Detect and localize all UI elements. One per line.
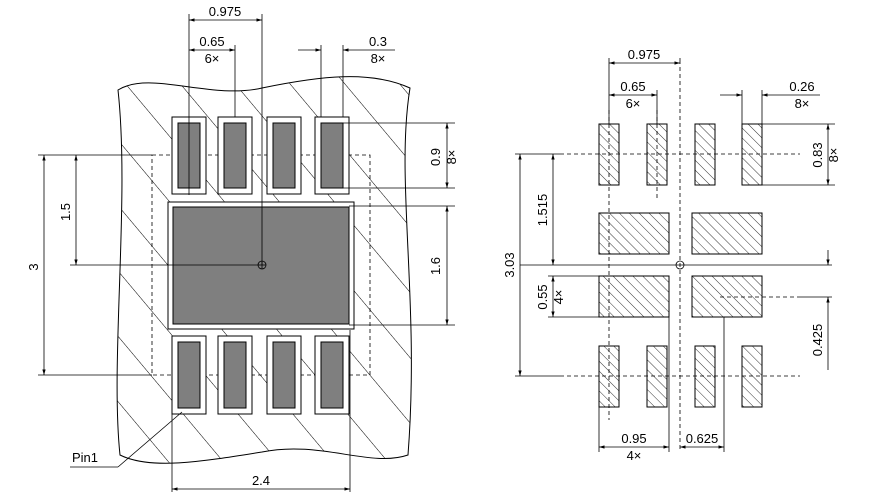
dim-half-height: 1.5 [58,203,73,221]
thermal-pad [691,275,763,318]
thermal-pad [598,212,670,255]
pad [741,123,763,186]
dim-row-offset: 1.515 [535,194,550,227]
dim-thermal-height-count: 4× [551,290,566,305]
thermal-pad [691,212,763,255]
pad [741,345,763,408]
dim-pad-width: 0.3 [369,34,387,49]
dim-pad-length-count: 8× [444,150,459,165]
pad [272,341,296,409]
right-view: 0.975 0.65 6× 0.26 8× 0.83 8× 1.515 3.03… [502,47,841,463]
dim-pad-pitch: 0.65 [199,34,224,49]
dim-body-height: 3 [26,263,41,270]
dim-pitch-offset: 0.975 [209,4,242,19]
thermal-pad [172,206,350,325]
pin1-label: Pin1 [72,450,98,465]
pad [694,345,716,408]
dim-thermal-width: 0.95 [621,431,646,446]
thermal-pad [598,275,670,318]
dim-pad-width-count: 8× [371,51,386,66]
pad [223,122,247,189]
dim-pad-width-count: 8× [795,96,810,111]
pad [646,345,668,408]
pad [320,341,344,409]
pad [694,123,716,186]
pad [320,122,344,189]
dim-thermal-width-count: 4× [627,448,642,463]
dim-thermal-gap: 0.625 [686,431,719,446]
dim-pad-length: 0.9 [428,148,443,166]
dim-pad-length: 0.83 [810,142,825,167]
dim-thermal-offset: 0.425 [810,324,825,357]
pad [223,341,247,409]
bottom-pads [171,335,350,415]
dim-pad-pitch-count: 6× [205,51,220,66]
dim-pad-width: 0.26 [789,79,814,94]
dim-thermal-height: 0.55 [535,284,550,309]
dim-pitch-offset: 0.975 [628,47,661,62]
left-view: 0.975 0.65 6× 0.3 8× 0.9 8× 1.6 1.5 3 2.… [26,4,459,492]
dim-body-width: 2.4 [252,473,270,488]
dim-pad-pitch: 0.65 [620,79,645,94]
dim-pad-pitch-count: 6× [626,96,641,111]
pad [272,122,296,189]
dim-pad-length-count: 8× [826,148,841,163]
pad [177,341,201,409]
dim-total-height: 3.03 [502,252,517,277]
dim-thermal-pad-height: 1.6 [428,257,443,275]
